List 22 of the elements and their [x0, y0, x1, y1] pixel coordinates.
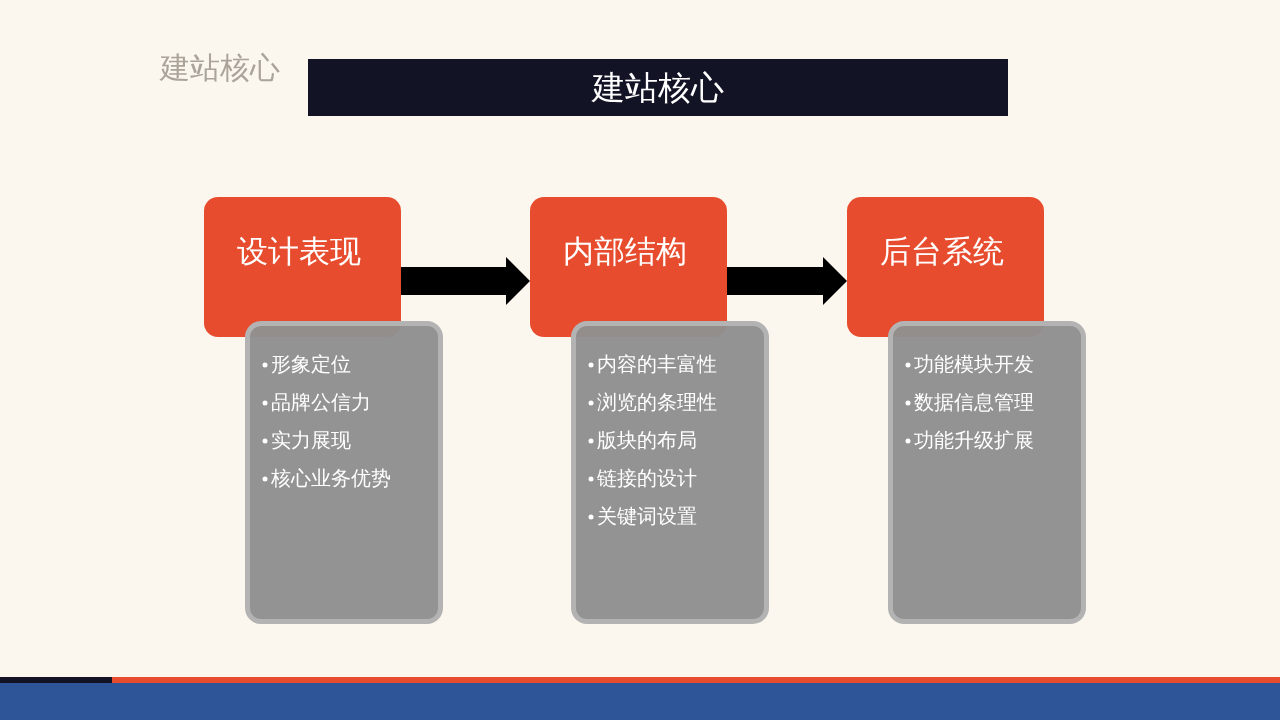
- bullet-item: 功能模块开发: [914, 351, 1034, 378]
- bullet-item: 形象定位: [271, 351, 351, 378]
- block-arrow: [727, 257, 847, 305]
- bullet-list-panel: [571, 321, 769, 624]
- bullet-item: 核心业务优势: [271, 465, 391, 492]
- category-box: 设计表现: [204, 197, 401, 337]
- bullet-list-panel: [245, 321, 443, 624]
- bullet-item: 链接的设计: [597, 465, 697, 492]
- bullet-item: 实力展现: [271, 427, 351, 454]
- bullet-item: 功能升级扩展: [914, 427, 1034, 454]
- faint-heading: 建站核心: [160, 49, 280, 87]
- block-arrow: [401, 257, 530, 305]
- bullet-item: 浏览的条理性: [597, 389, 717, 416]
- bullet-item: 关键词设置: [597, 503, 697, 530]
- title-bar: 建站核心: [308, 59, 1008, 116]
- category-box: 内部结构: [530, 197, 727, 337]
- category-box: 后台系统: [847, 197, 1044, 337]
- bullet-item: 版块的布局: [597, 427, 697, 454]
- bullet-list-panel: [888, 321, 1086, 624]
- bullet-item: 品牌公信力: [271, 389, 371, 416]
- bullet-item: 内容的丰富性: [597, 351, 717, 378]
- bullet-item: 数据信息管理: [914, 389, 1034, 416]
